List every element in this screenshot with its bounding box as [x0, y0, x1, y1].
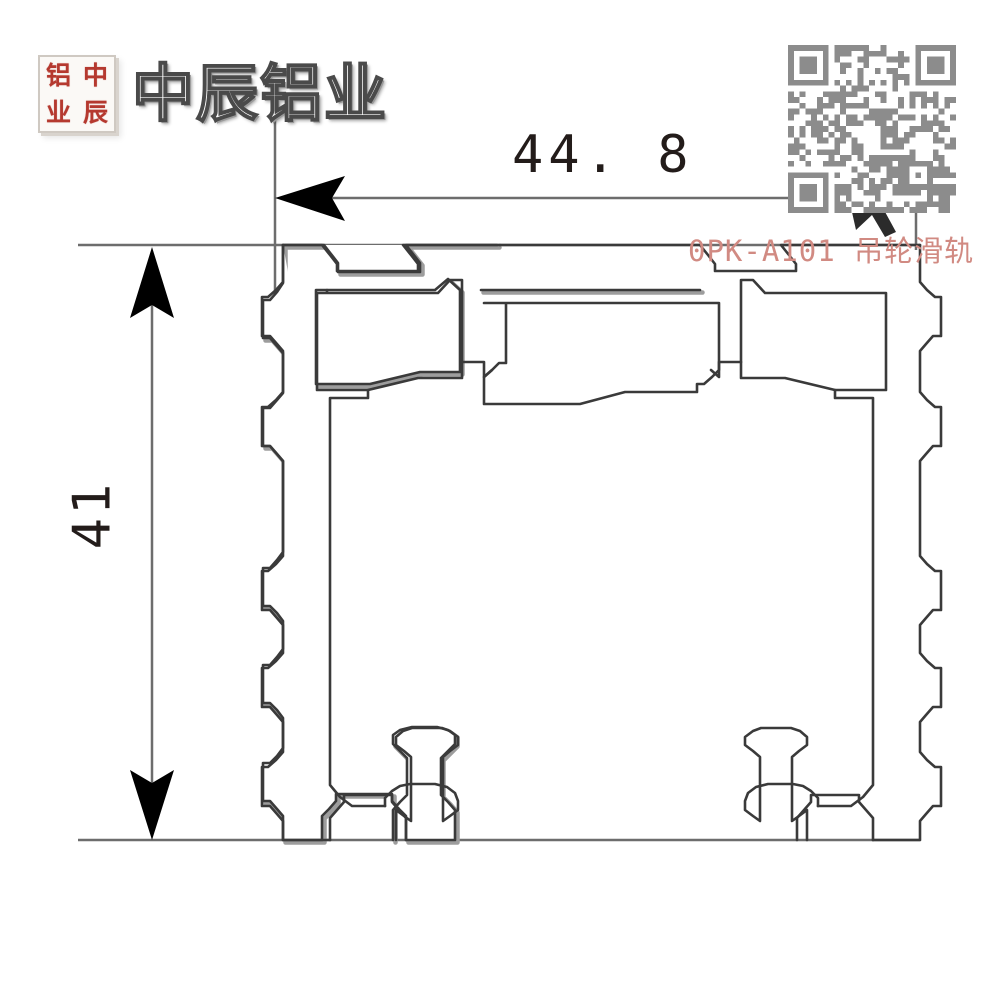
right-inner-channel-wall: [816, 388, 875, 808]
dimension-label-width: 44. 8: [512, 125, 694, 185]
center-cavity-top: [482, 301, 721, 406]
top-edge-left: [281, 243, 502, 273]
right-lower-lip: [709, 360, 743, 379]
left-upper-cell: [315, 278, 464, 392]
right-upper-cell: [739, 278, 888, 392]
right-outer-wall: [871, 243, 943, 842]
seal-char-3: 业: [45, 98, 71, 127]
seal-char-2: 中: [82, 61, 108, 90]
bottom-t-slot-right: [743, 726, 820, 842]
left-outer-wall: [260, 243, 332, 842]
profile-detail-paths: [260, 243, 943, 842]
extension-lines: [78, 110, 920, 842]
left-lower-lip: [460, 360, 494, 379]
top-edge-right: [498, 243, 922, 273]
profile-outline-main: [261, 243, 702, 842]
company-seal-stamp: 铝 中 业 辰: [38, 55, 116, 133]
arrowhead-left: [275, 176, 345, 221]
bottom-foot-right: [795, 793, 875, 842]
seal-char-4: 辰: [82, 98, 108, 127]
arrowhead-up: [130, 247, 174, 318]
arrowhead-down: [130, 770, 174, 840]
brand-logo: 铝 中 业 辰 中辰铝业: [38, 55, 388, 133]
vertical-dimension: [130, 247, 174, 840]
seal-char-1: 铝: [45, 61, 71, 90]
left-inner-channel-wall: [328, 388, 387, 808]
part-number-label: 0PK-A101 吊轮滑轨: [688, 234, 975, 268]
company-name: 中辰铝业: [131, 57, 389, 130]
dimension-label-height: 41: [62, 480, 123, 550]
qr-code: [788, 45, 956, 213]
bottom-t-slot-left: [383, 726, 460, 842]
